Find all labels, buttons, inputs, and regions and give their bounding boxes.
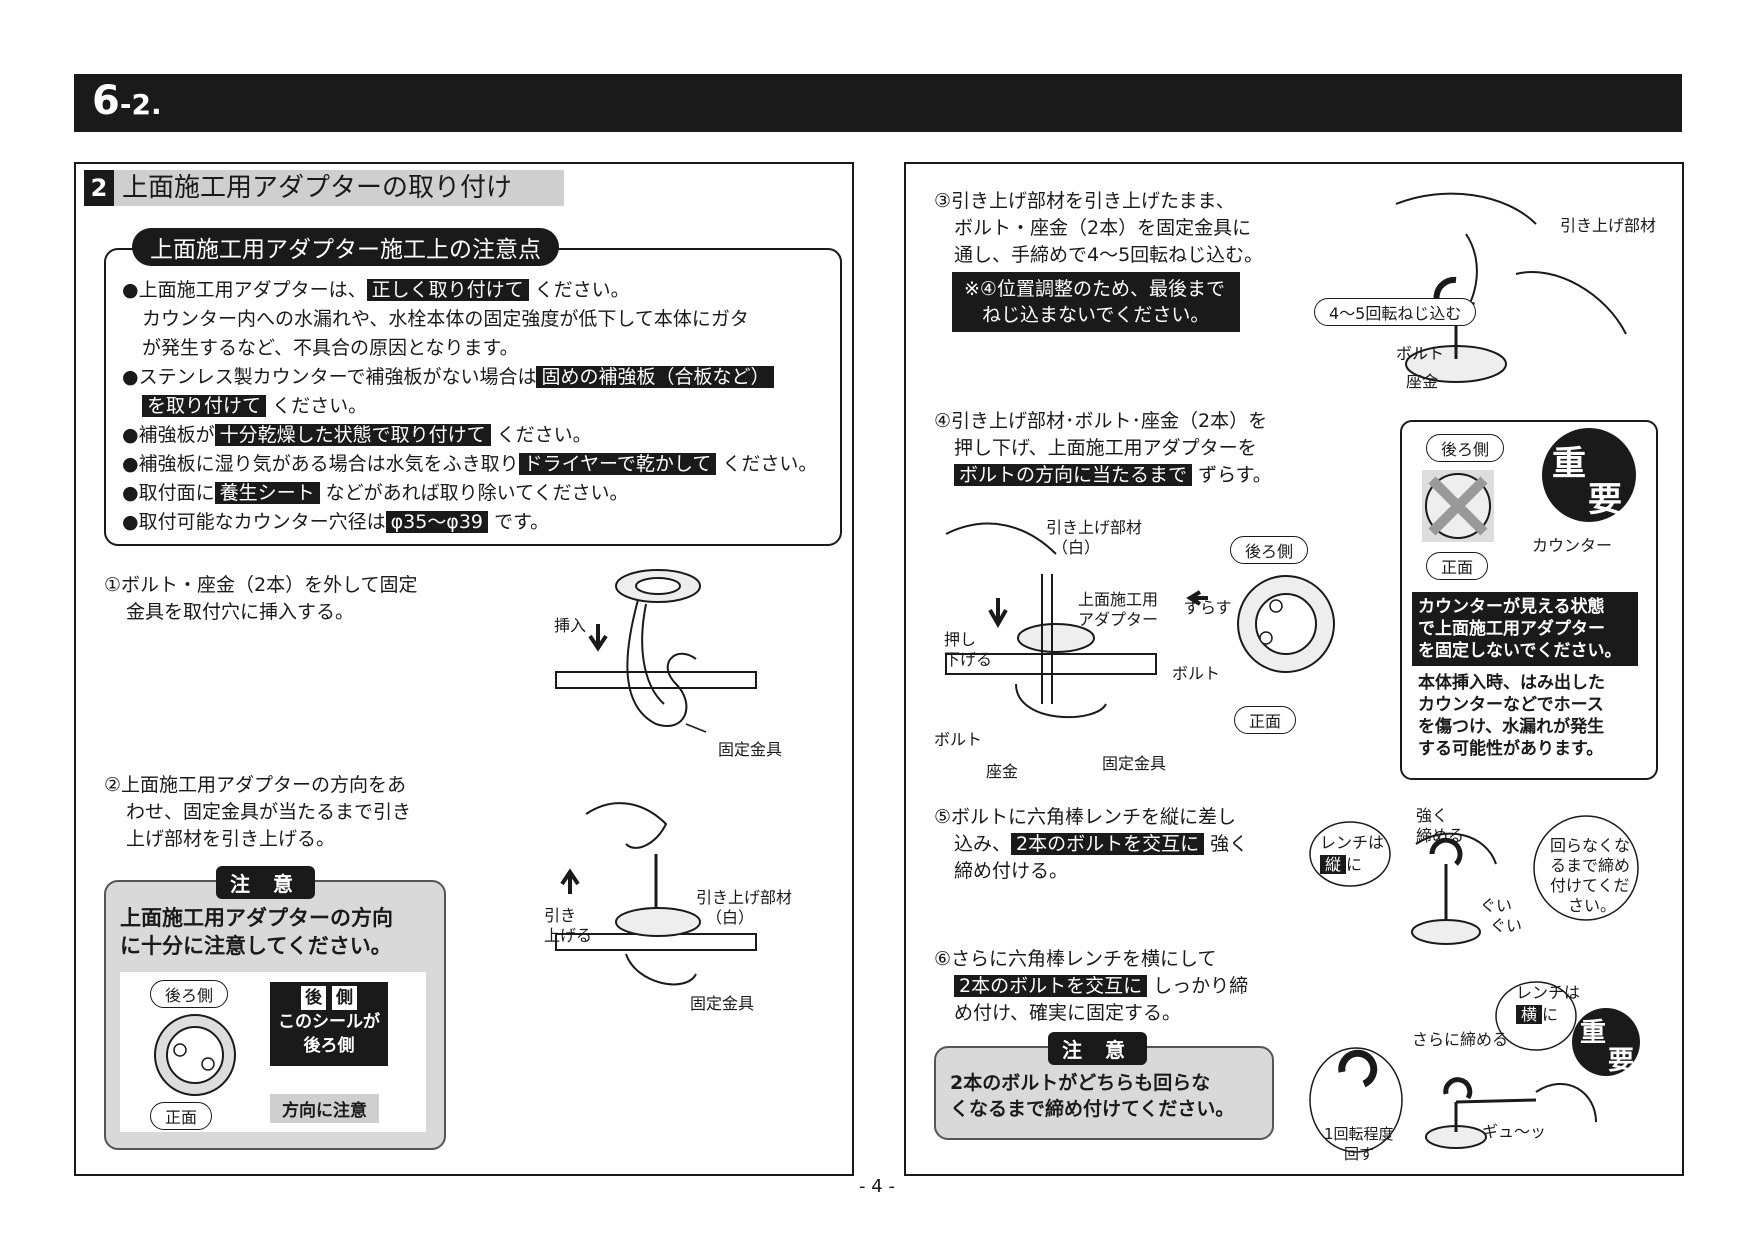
step-6-badge: 重 要	[1580, 1018, 1635, 1076]
step-6-caution-text: 2本のボルトがどちらも回らな くなるまで締め付けてください。	[950, 1072, 1235, 1120]
caution-box: 注 意 上面施工用アダプターの方向 に十分に注意してください。 後ろ側 正面 後…	[104, 866, 446, 1150]
note-2: ●ステンレス製カウンターで補強板がない場合は固めの補強板（合板など）	[122, 363, 817, 392]
adapter-top-view	[154, 1014, 236, 1096]
right-panel: ③引き上げ部材を引き上げたまま、 ボルト・座金（2本）を固定金具に 通し、手締め…	[904, 162, 1684, 1176]
note-1-line3: が発生するなど、不具合の原因となります。	[142, 337, 519, 359]
step-5-bubble-text: 回らなくな るまで締め 付けてくだ さい。	[1550, 836, 1631, 915]
step-4-front-label: 正面	[1234, 706, 1297, 734]
important-text: 本体挿入時、はみ出した カウンターなどでホース を傷つけ、水漏れが発生 する可能…	[1418, 673, 1605, 759]
step-2-text: ②上面施工用アダプターの方向をあ わせ、固定金具が当たるまで引き 上げ部材を引き…	[104, 774, 412, 850]
page-number: - 4 -	[859, 1176, 895, 1197]
section-heading: 6-2.	[92, 78, 162, 124]
step-6-caution-label: 注 意	[1048, 1032, 1147, 1065]
step-6-caution: 注 意 2本のボルトがどちらも回らな くなるまで締め付けてください。	[934, 1032, 1274, 1140]
important-box: 後ろ側 カウンター 正面 重 要 カウンターが見える状態 で上面施工用アダプター…	[1400, 420, 1658, 780]
notes-list: ●上面施工用アダプターは、正しく取り付けて ください。 カウンター内への水漏れや…	[122, 276, 817, 537]
step-3-text: ③引き上げ部材を引き上げたまま、 ボルト・座金（2本）を固定金具に 通し、手締め…	[934, 190, 1264, 266]
important-black-text: カウンターが見える状態 で上面施工用アダプター を固定しないでください。	[1412, 592, 1638, 666]
step-5-strong-label: 強く締める	[1416, 806, 1465, 845]
step-6-text: ⑥さらに六角棒レンチを横にして 2本のボルトを交互に しっかり締 め付け、確実に…	[934, 948, 1249, 1024]
step-4-washer-label: 座金	[986, 762, 1019, 781]
counter-cross-icon	[1422, 470, 1494, 542]
step-6-rotation-label: 1回転程度回す	[1324, 1125, 1394, 1163]
notes-title: 上面施工用アダプター施工上の注意点	[132, 228, 559, 266]
step-5-gui-label: ぐいぐい	[1480, 896, 1523, 935]
step-3-note: ※④位置調整のため、最後まで ねじ込まないでください。	[952, 272, 1240, 332]
left-panel: 2 上面施工用アダプターの取り付け 上面施工用アダプター施工上の注意点 ●上面施…	[74, 162, 854, 1176]
caution-label: 注 意	[216, 866, 315, 899]
note-2-line2: を取り付けて ください。	[122, 392, 817, 421]
step-5-wrench-label: レンチは 縦に	[1320, 833, 1385, 874]
step-1-insert-label: 挿入	[554, 616, 587, 635]
section-title-bar: 2 上面施工用アダプターの取り付け	[84, 170, 564, 206]
step-2-illustration	[555, 802, 757, 986]
important-back-label: 後ろ側	[1426, 434, 1505, 462]
step-4-adapter-label: 上面施工用アダプター	[1078, 590, 1159, 629]
direction-label: 方向に注意	[270, 1094, 379, 1123]
step-1-bracket-label: 固定金具	[718, 740, 783, 759]
step-6-illustration	[1309, 981, 1640, 1153]
notes-box: 上面施工用アダプター施工上の注意点 ●上面施工用アダプターは、正しく取り付けて …	[104, 228, 842, 546]
important-badge: 重 要	[1542, 428, 1636, 522]
step-6-more-label: さらに締める	[1412, 1030, 1509, 1049]
section-title: 上面施工用アダプターの取り付け	[122, 173, 513, 203]
step-3-washer-label: 座金	[1406, 372, 1439, 391]
step-3-bolt-label: ボルト	[1396, 344, 1445, 363]
important-front-label: 正面	[1426, 552, 1489, 580]
step-2-lift-label: 引き上げ部材（白）	[696, 888, 793, 927]
step-2-pull-label: 引き上げる	[544, 906, 593, 945]
note-1: ●上面施工用アダプターは、正しく取り付けて ください。	[122, 279, 630, 301]
step-3-lift-label: 引き上げ部材	[1560, 216, 1657, 235]
step-6-gyu-label: ギュ〜ッ	[1482, 1122, 1547, 1141]
step-5-text: ⑤ボルトに六角棒レンチを縦に差し 込み、2本のボルトを交互に 強く 締め付ける。	[934, 806, 1249, 882]
step-4-bolt2-label: ボルト	[1172, 664, 1221, 683]
step-2-bracket-label: 固定金具	[690, 994, 755, 1013]
step-4-push-label: 押し下げる	[944, 630, 993, 669]
caution-text: 上面施工用アダプターの方向 に十分に注意してください。	[120, 906, 393, 958]
note-1-line2: カウンター内への水漏れや、水栓本体の固定強度が低下して本体にガタ	[142, 308, 749, 330]
note-5: ●取付面に養生シート などがあれば取り除いてください。	[122, 482, 629, 504]
step-4-lift-label: 引き上げ部材（白）	[1046, 518, 1143, 557]
step-4-text: ④引き上げ部材･ボルト･座金（2本）を 押し下げ、上面施工用アダプターを ボルト…	[934, 410, 1272, 486]
step-4-bolt-label: ボルト	[934, 730, 983, 749]
step-3-turns-label: 4〜5回転ねじ込む	[1314, 298, 1477, 326]
sticker-box: 後 側 このシールが 後ろ側	[270, 982, 388, 1066]
step-4-slide-label: ずらす	[1184, 598, 1232, 617]
caution-front-label: 正面	[150, 1102, 213, 1130]
caution-figure: 後ろ側 正面 後 側 このシールが 後ろ側 方向に注意	[120, 972, 426, 1132]
step-4-illustration	[945, 522, 1335, 719]
note-4: ●補強板に湿り気がある場合は水気をふき取りドライヤーで乾かして ください。	[122, 453, 818, 475]
step-4-back-label: 後ろ側	[1230, 536, 1309, 564]
important-counter-label: カウンター	[1532, 536, 1613, 555]
header-bar: 6-2.	[74, 74, 1682, 132]
note-3: ●補強板が十分乾燥した状態で取り付けて ください。	[122, 424, 592, 446]
step-1-illustration	[555, 569, 757, 733]
step-4-bracket-label: 固定金具	[1102, 754, 1167, 773]
caution-back-label: 後ろ側	[150, 980, 229, 1008]
step-6-wrench-label: レンチは 横に	[1516, 983, 1581, 1024]
step-1-text: ①ボルト・座金（2本）を外して固定 金具を取付穴に挿入する。	[104, 574, 418, 623]
section-number: 2	[84, 170, 114, 206]
